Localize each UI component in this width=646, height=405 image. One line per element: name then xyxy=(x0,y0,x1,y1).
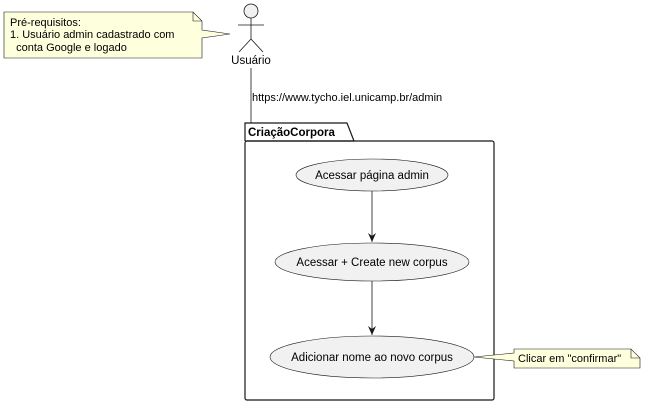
prereq-note-body xyxy=(3,11,231,59)
package-title: CriaçãoCorpora xyxy=(248,127,336,139)
prereq-note: Pré-requisitos: 1. Usuário admin cadastr… xyxy=(3,11,231,59)
prereq-note-line: conta Google e logado xyxy=(10,42,127,54)
usecase-label: Acessar + Create new corpus xyxy=(296,257,447,269)
actor-name: Usuário xyxy=(231,55,271,67)
link-label: https://www.tycho.iel.unicamp.br/admin xyxy=(252,92,442,104)
prereq-note-fold xyxy=(192,12,202,22)
confirm-note: Clicar em "confirmar" xyxy=(473,348,641,369)
confirm-note-body xyxy=(473,348,641,369)
usecase-acessar-create-new-corpus: Acessar + Create new corpus xyxy=(274,242,470,282)
usecase-adicionar-nome-ao-novo-corpus: Adicionar nome ao novo corpus xyxy=(269,335,475,379)
actor-head xyxy=(243,3,259,19)
usecase-acessar-pagina-admin: Acessar página admin xyxy=(295,158,449,192)
usecase-label: Adicionar nome ao novo corpus xyxy=(291,352,453,364)
actor-right-leg xyxy=(250,38,264,53)
package-body xyxy=(244,140,495,401)
confirm-note-text: Clicar em "confirmar" xyxy=(518,353,621,365)
usecase-label: Acessar página admin xyxy=(315,170,429,182)
prereq-note-line: Pré-requisitos: xyxy=(10,17,81,29)
confirm-note-fold xyxy=(630,349,640,359)
package-criacaocorpora: CriaçãoCorpora xyxy=(244,122,495,401)
package-tab xyxy=(244,122,355,142)
prereq-note-line: 1. Usuário admin cadastrado com xyxy=(10,29,174,41)
actor-left-leg xyxy=(238,38,252,53)
actor-usuario xyxy=(238,3,264,53)
